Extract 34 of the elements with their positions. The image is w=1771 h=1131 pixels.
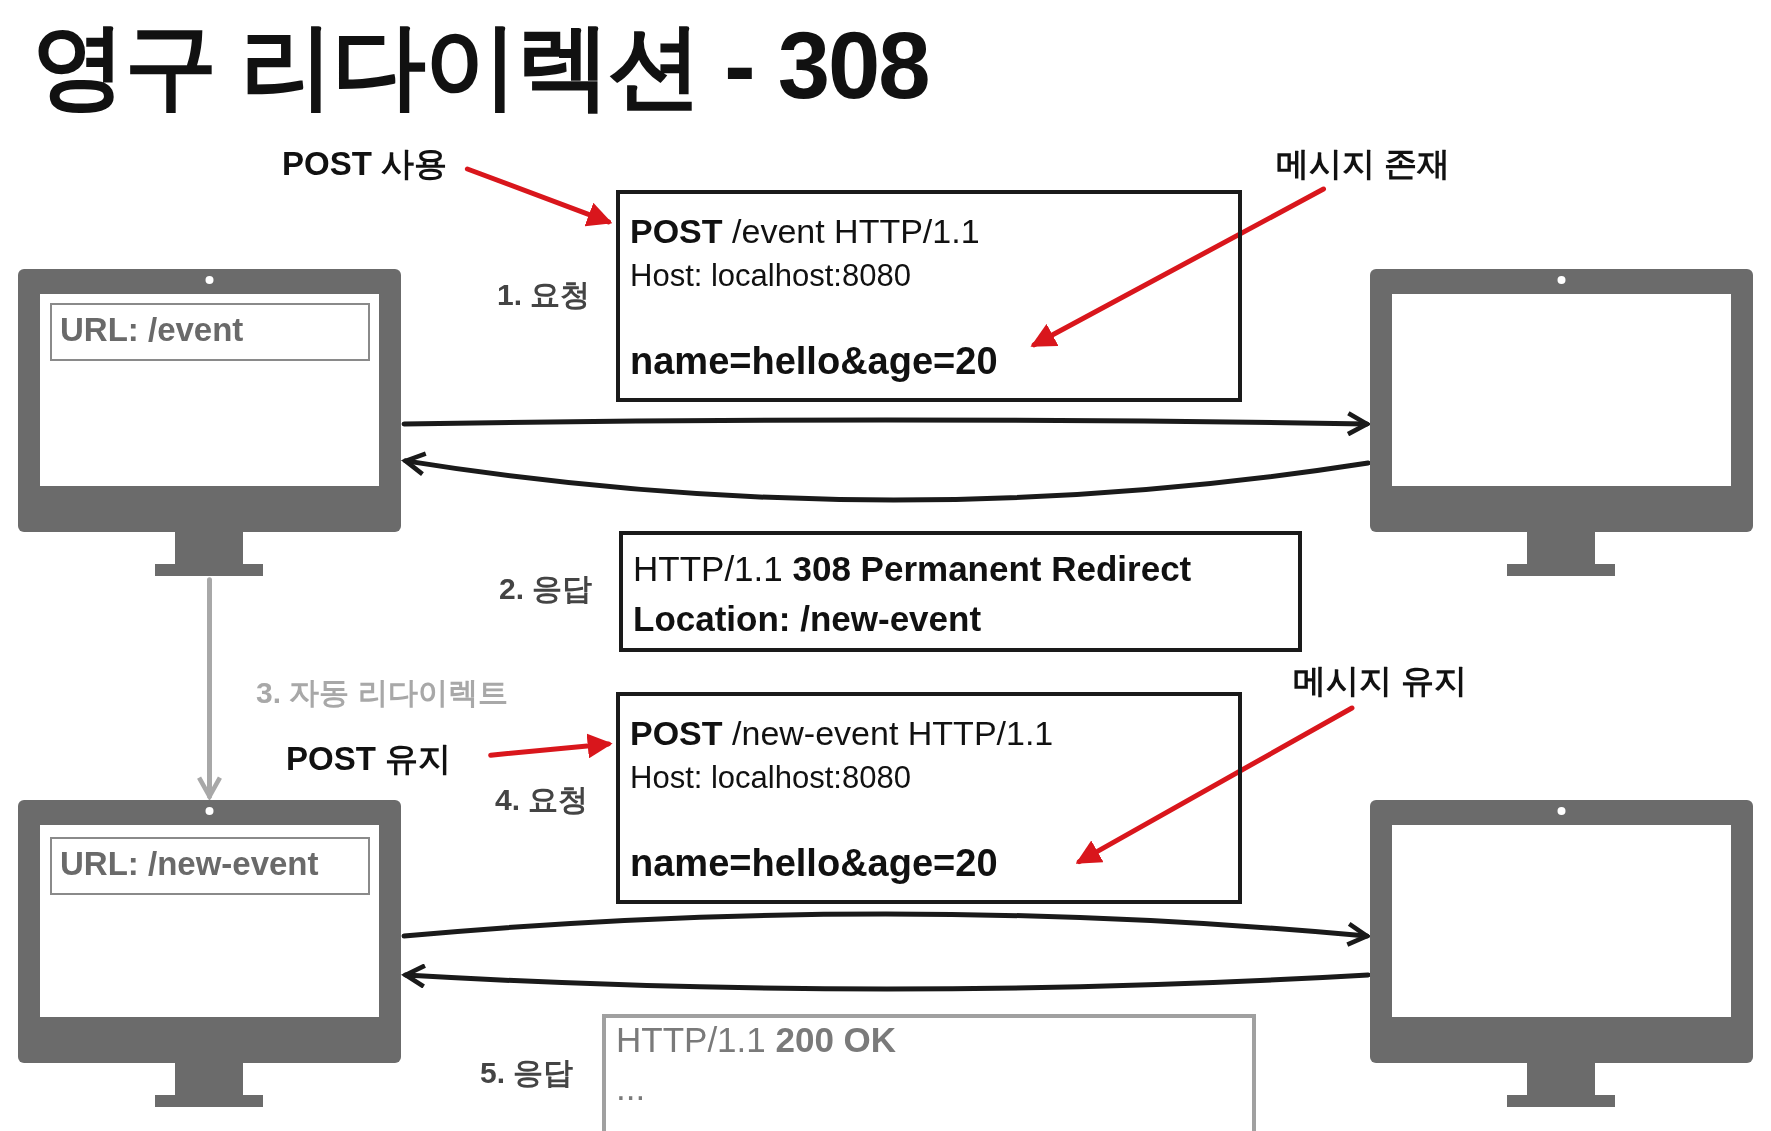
title: 영구 리다이렉션 - 308 (32, 14, 929, 118)
step-label: 1. 요청 (497, 278, 591, 313)
callout-text: 메시지 존재 (1276, 145, 1451, 183)
message-line: HTTP/1.1 308 Permanent Redirect (633, 549, 1192, 590)
request-message-box (616, 190, 1242, 402)
arrow (488, 733, 613, 759)
response-message-box (602, 1014, 1256, 1131)
message-line: Host: localhost:8080 (630, 760, 911, 796)
step-label: 5. 응답 (480, 1056, 574, 1091)
message-line: POST /new-event HTTP/1.1 (630, 714, 1054, 754)
request-message-box (616, 692, 1242, 904)
callout-text: 메시지 유지 (1293, 662, 1468, 700)
message-line: POST /event HTTP/1.1 (630, 212, 980, 252)
message-line: Location: /new-event (633, 599, 982, 640)
arrow (403, 451, 1371, 503)
step-label: 4. 요청 (495, 783, 589, 818)
message-line: name=hello&age=20 (630, 842, 998, 886)
message-line: HTTP/1.1 200 OK (616, 1020, 897, 1061)
address-bar: URL: /new-event (50, 837, 370, 895)
arrow (464, 166, 613, 227)
message-line: Host: localhost:8080 (630, 258, 911, 294)
callout-text: POST 유지 (286, 740, 452, 778)
message-line: name=hello&age=20 (630, 340, 998, 384)
arrow (1030, 186, 1326, 348)
arrow (401, 911, 1370, 948)
message-line: ... (616, 1068, 646, 1109)
address-bar: URL: /event (50, 303, 370, 361)
step-label: 2. 응답 (499, 572, 593, 607)
callout-text: POST 사용 (282, 145, 448, 183)
arrow (403, 963, 1371, 992)
arrow (401, 411, 1370, 437)
response-message-box (619, 531, 1302, 652)
arrow (196, 577, 223, 799)
arrow (1075, 705, 1355, 865)
